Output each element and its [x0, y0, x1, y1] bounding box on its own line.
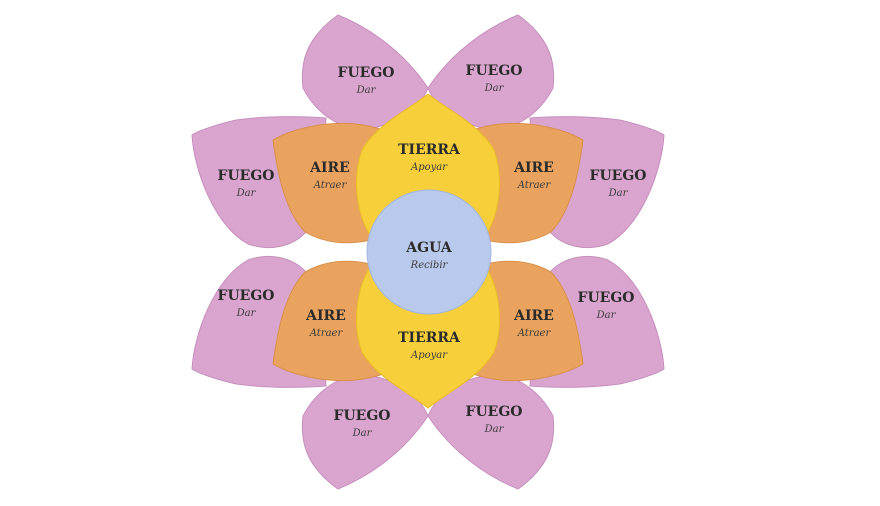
- tierra-labels: TIERRA Apoyar TIERRA Apoyar: [398, 142, 461, 361]
- agua-center-circle: [366, 189, 492, 315]
- fuego-sublabel-right-upper: Dar: [608, 188, 629, 199]
- tierra-label-bottom: TIERRA: [398, 330, 461, 346]
- tierra-sublabel-bottom: Apoyar: [410, 350, 448, 361]
- fuego-sublabel-right-lower: Dar: [596, 310, 617, 321]
- aire-sublabel-bottom-right: Atraer: [517, 328, 552, 339]
- tierra-label-top: TIERRA: [398, 142, 461, 158]
- fuego-label-right-lower: FUEGO: [578, 290, 635, 306]
- agua-label: AGUA: [405, 240, 453, 256]
- fuego-label-bottom-left: FUEGO: [334, 408, 391, 424]
- agua-sublabel: Recibir: [410, 260, 449, 271]
- fuego-labels: FUEGO Dar FUEGO Dar FUEGO Dar FUEGO Dar …: [218, 63, 647, 439]
- aire-sublabel-top-right: Atraer: [517, 180, 552, 191]
- aire-label-top-left: AIRE: [309, 160, 350, 176]
- aire-label-top-right: AIRE: [513, 160, 554, 176]
- tierra-sublabel-top: Apoyar: [410, 162, 448, 173]
- aire-sublabel-bottom-left: Atraer: [309, 328, 344, 339]
- fuego-sublabel-left-upper: Dar: [236, 188, 257, 199]
- fuego-sublabel-bottom-left: Dar: [352, 428, 373, 439]
- fuego-label-bottom-right: FUEGO: [466, 404, 523, 420]
- fuego-sublabel-top-right: Dar: [484, 83, 505, 94]
- agua-labels: AGUA Recibir: [405, 240, 453, 271]
- aire-label-bottom-left: AIRE: [305, 308, 346, 324]
- fuego-sublabel-top-left: Dar: [356, 85, 377, 96]
- fuego-label-left-lower: FUEGO: [218, 288, 275, 304]
- fuego-sublabel-left-lower: Dar: [236, 308, 257, 319]
- fuego-sublabel-bottom-right: Dar: [484, 424, 505, 435]
- fuego-label-left-upper: FUEGO: [218, 168, 275, 184]
- aire-labels: AIRE Atraer AIRE Atraer AIRE Atraer AIRE…: [305, 160, 554, 339]
- aire-sublabel-top-left: Atraer: [313, 180, 348, 191]
- aire-label-bottom-right: AIRE: [513, 308, 554, 324]
- fuego-label-top-left: FUEGO: [338, 65, 395, 81]
- fuego-label-top-right: FUEGO: [466, 63, 523, 79]
- fuego-label-right-upper: FUEGO: [590, 168, 647, 184]
